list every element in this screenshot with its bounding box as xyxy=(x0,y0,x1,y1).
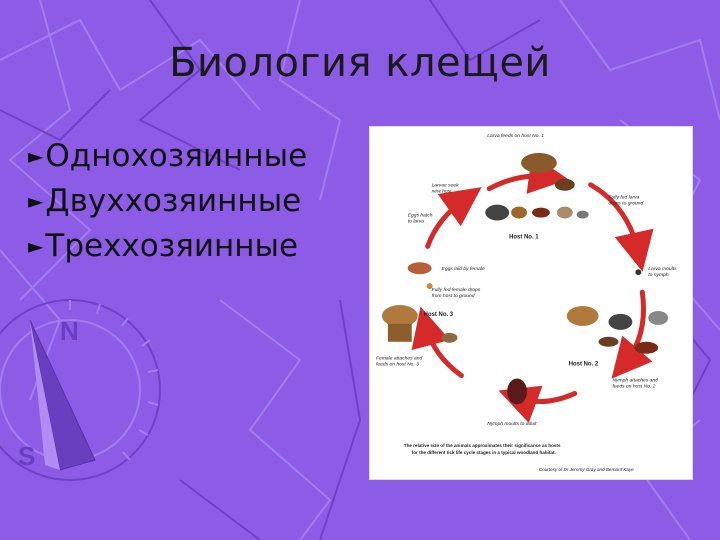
bullet-text: Двуххозяинные xyxy=(45,183,302,219)
label-fully-fed-larva: Fully fed larva xyxy=(609,195,640,201)
label-fully-fed-larva: drops to ground xyxy=(609,201,644,207)
pheasant-icon xyxy=(634,341,659,354)
label-eggs-hatch: to larva xyxy=(408,219,424,225)
compass-north-label: N xyxy=(60,316,79,346)
label-eggs-laid: Eggs laid by female xyxy=(442,266,485,272)
label-host-1: Host No. 1 xyxy=(509,234,539,240)
slide-title: Биология клещей xyxy=(169,40,551,86)
host2-animals xyxy=(566,305,669,354)
tick-life-cycle-diagram: Larva feeds on host No. 1 Larvae seek ne… xyxy=(376,133,677,472)
label-larvae-seek: new host xyxy=(432,189,452,195)
cycle-arrow xyxy=(588,182,654,272)
deer-icon xyxy=(566,305,599,326)
label-female-drops: from host to ground xyxy=(432,293,475,299)
compass-rose: N S xyxy=(0,299,161,481)
mouse-icon xyxy=(576,210,589,219)
label-female-attaches: feeds on host No. 3 xyxy=(376,362,419,368)
label-eggs-hatch: Eggs hatch xyxy=(408,213,433,219)
label-larva-moults: Larva moults xyxy=(648,266,677,272)
label-larvae-seek: Larvae seek xyxy=(432,183,460,189)
label-host-3: Host No. 3 xyxy=(424,312,454,318)
bullet-list: ►Однохозяинные ►Двуххозяинные ►Треххозяи… xyxy=(28,134,307,269)
mouse-icon xyxy=(648,310,669,325)
label-host-2: Host No. 2 xyxy=(569,362,599,368)
cycle-arrow xyxy=(486,154,569,194)
bullet-text: Однохозяинные xyxy=(45,138,308,174)
label-larva-feeds: Larva feeds on host No. 1 xyxy=(487,133,544,139)
cycle-arrow xyxy=(425,187,482,249)
bullet-item: ►Двуххозяинные xyxy=(28,179,307,224)
bullet-item: ►Однохозяинные xyxy=(28,134,307,179)
label-nymph-moults: Nymph moults to adult xyxy=(487,421,537,427)
figure-credit: Courtesy of Dr Jeremy Gray and Bernard K… xyxy=(539,467,634,472)
hedgehog-icon xyxy=(608,313,633,330)
hare-icon xyxy=(441,332,458,343)
deer-legs xyxy=(387,323,412,342)
deer-small-icon xyxy=(511,206,528,219)
compass-south-label: S xyxy=(18,441,35,471)
squirrel-icon xyxy=(521,152,557,173)
pheasant-icon xyxy=(531,207,550,218)
deer-icon xyxy=(381,304,418,327)
bullet-arrow-icon: ► xyxy=(28,189,44,213)
bullet-text: Треххозяинные xyxy=(45,228,299,264)
tick-life-cycle-figure: Larva feeds on host No. 1 Larvae seek ne… xyxy=(369,126,693,480)
label-nymph-attaches: feeds on host No. 2 xyxy=(612,383,655,389)
hedgehog-icon xyxy=(485,204,510,221)
adult-tick-icon xyxy=(507,378,528,405)
fox-icon xyxy=(407,262,432,275)
label-female-attaches: Female attaches and xyxy=(376,356,423,362)
bird-icon xyxy=(598,336,619,347)
bullet-arrow-icon: ► xyxy=(28,144,44,168)
host3-animals xyxy=(381,262,458,343)
rabbit-icon xyxy=(556,206,573,219)
label-nymph-attaches: Nymph attaches and xyxy=(612,378,658,384)
label-larva-moults: to nymph xyxy=(648,272,669,278)
cycle-arrow xyxy=(611,289,653,379)
tick-icons xyxy=(426,269,642,405)
bullet-item: ►Треххозяинные xyxy=(28,224,307,269)
larva-tick-icon xyxy=(635,269,642,276)
host1-animals xyxy=(485,152,589,221)
bullet-arrow-icon: ► xyxy=(28,234,44,258)
figure-caption: The relative size of the animals approxi… xyxy=(404,443,561,448)
egg-cluster-icon xyxy=(426,283,433,290)
bird-icon xyxy=(554,178,575,191)
figure-caption: for the different tick life cycle stages… xyxy=(412,450,556,455)
label-female-drops: Fully fed female drops xyxy=(432,287,481,293)
cycle-arrow xyxy=(411,306,464,379)
